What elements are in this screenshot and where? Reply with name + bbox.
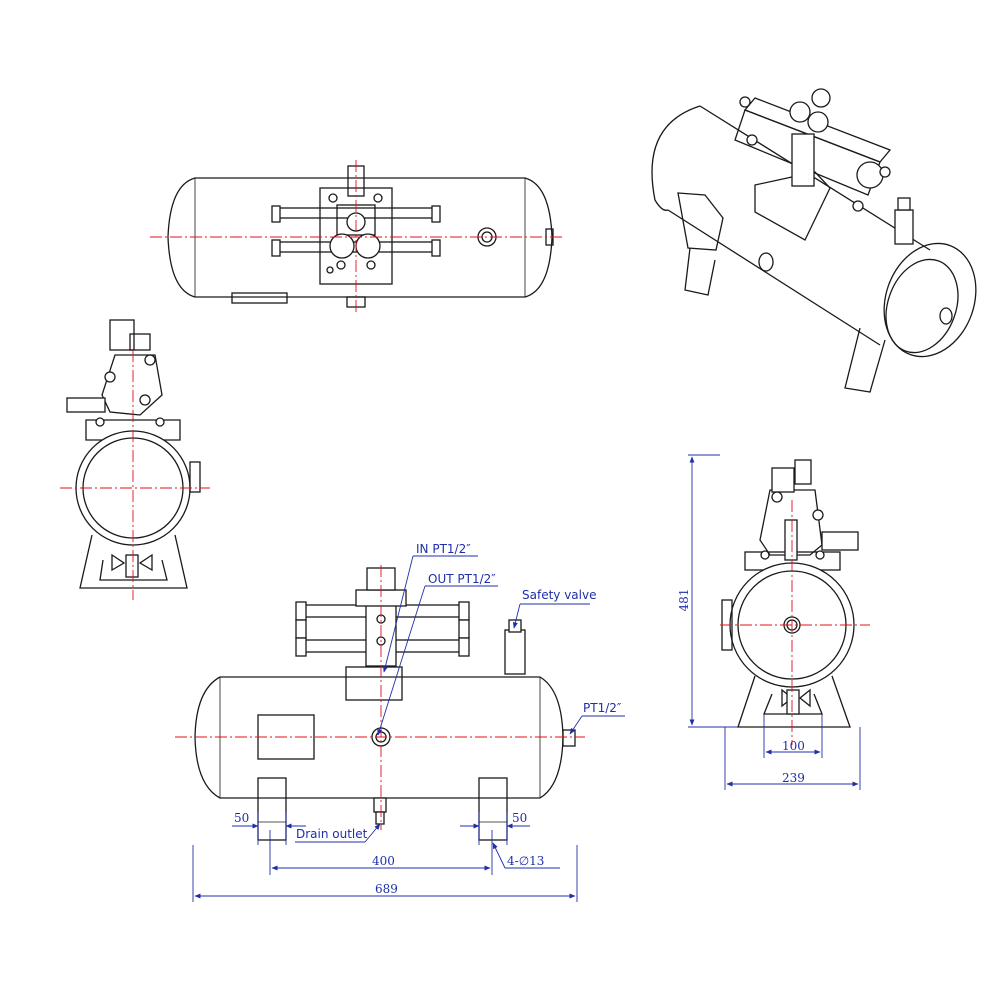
dimension-texts: 50 50 400 689 481 100 239 — [234, 589, 805, 896]
mounting-holes-label: 4-∅13 — [507, 854, 544, 868]
dimensions — [192, 454, 861, 902]
safety-valve-label: Safety valve — [522, 588, 596, 602]
dim-foot-spacing: 400 — [372, 854, 395, 868]
in-port-label: IN PT1/2″ — [416, 542, 471, 556]
dim-foot-width-right: 50 — [512, 811, 527, 825]
callouts: IN PT1/2″ OUT PT1/2″ Safety valve PT1/2″… — [295, 542, 625, 869]
isometric-view — [651, 88, 977, 393]
dim-overall-width: 239 — [782, 771, 805, 785]
dim-overall-height: 481 — [677, 589, 691, 612]
left-end-view — [60, 319, 210, 600]
front-view — [175, 565, 585, 841]
dim-foot-width-left: 50 — [234, 811, 249, 825]
side-port-label: PT1/2″ — [583, 701, 622, 715]
dim-overall-length: 689 — [375, 882, 398, 896]
drain-outlet-label: Drain outlet — [296, 827, 368, 841]
top-view — [150, 160, 565, 312]
out-port-label: OUT PT1/2″ — [428, 572, 496, 586]
right-end-view — [720, 459, 870, 745]
dim-foot-spacing-end: 100 — [782, 739, 805, 753]
